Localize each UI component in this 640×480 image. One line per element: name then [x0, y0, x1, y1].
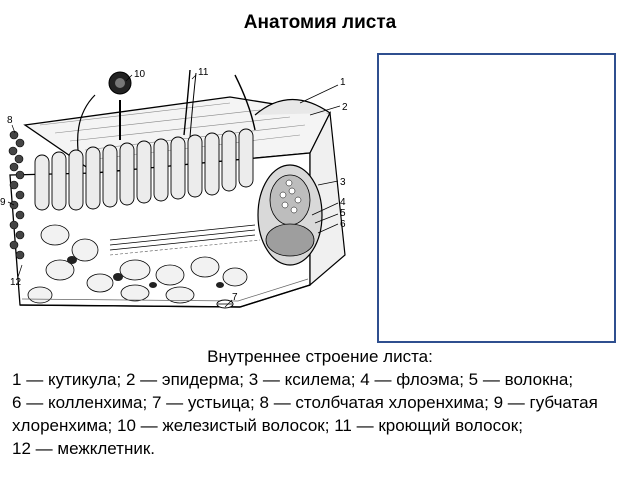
legend-item: 7 — устьица;: [151, 393, 255, 412]
leaf-cross-section-illustration: 1 2 3 4 5 6 7 8 9 10 11 12: [0, 55, 360, 345]
legend-item: 4 — флоэма;: [360, 370, 464, 389]
legend-item: 5 — волокна;: [468, 370, 574, 389]
callout-1: 1: [340, 77, 346, 88]
figure-caption: Внутреннее строение листа: 1 — кутикула;…: [0, 345, 640, 460]
blank-image-placeholder: [377, 53, 616, 343]
legend-item: 3 — ксилема;: [248, 370, 356, 389]
legend-item: 11 — кроющий волосок;: [334, 416, 523, 435]
callout-4: 4: [340, 197, 346, 208]
callout-11: 11: [198, 67, 209, 78]
slide-title: Анатомия листа: [243, 12, 397, 33]
callout-5: 5: [340, 208, 346, 219]
legend-item: 9 — губчатая хлоренхима;: [12, 393, 598, 435]
legend-item: 6 — колленхима;: [12, 393, 148, 412]
callout-6: 6: [340, 219, 346, 230]
callout-8: 8: [7, 115, 13, 126]
caption-legend: 1 — кутикула; 2 — эпидерма; 3 — ксилема;…: [0, 368, 640, 460]
legend-item: 8 — столбчатая хлоренхима;: [259, 393, 489, 412]
callout-9: 9: [0, 197, 6, 208]
callout-10: 10: [134, 69, 146, 80]
legend-item: 12 — межклетник.: [12, 439, 155, 458]
callout-3: 3: [340, 177, 346, 188]
caption-heading: Внутреннее строение листа:: [207, 347, 433, 366]
legend-item: 10 — железистый волосок;: [116, 416, 330, 435]
callout-2: 2: [342, 102, 348, 113]
legend-item: 1 — кутикула;: [12, 370, 122, 389]
legend-item: 2 — эпидерма;: [125, 370, 244, 389]
callout-12: 12: [10, 277, 22, 288]
leaf-anatomy-drawing: 1 2 3 4 5 6 7 8 9 10 11 12: [0, 67, 348, 309]
callout-7: 7: [232, 292, 238, 303]
